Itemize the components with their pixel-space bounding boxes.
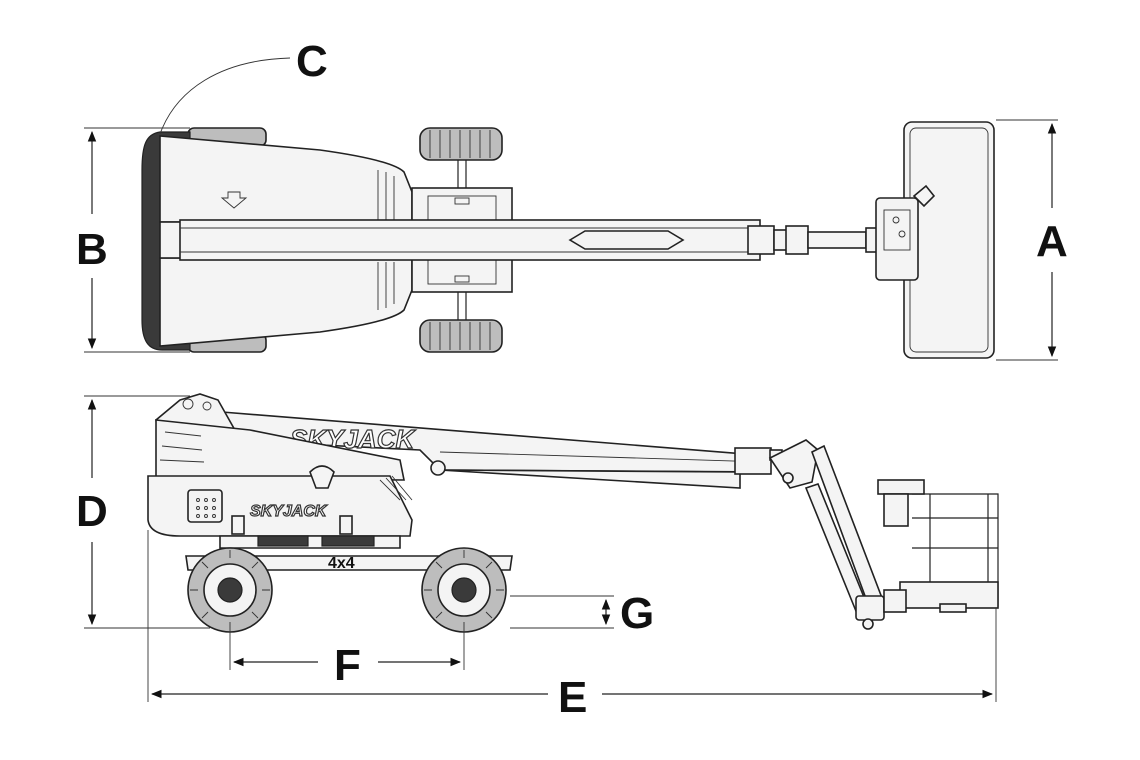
dim-label-d: D [76,487,108,536]
dim-label-f: F [334,641,361,690]
side-boom: SKYJACK [221,411,783,489]
dimension-c: C [159,37,328,135]
dim-label-a: A [1036,217,1068,266]
dimension-b: B [76,127,190,353]
drive-label: 4x4 [328,555,355,572]
side-front-wheel [421,547,507,633]
top-front-wheel-lower [419,319,503,353]
top-boom [179,219,879,261]
dim-label-b: B [76,225,108,274]
side-turntable: SKYJACK [147,393,413,537]
dimension-e: E [147,530,997,722]
dim-label-c: C [296,37,328,86]
top-view [141,121,995,359]
dim-label-g: G [620,589,654,638]
top-platform [875,121,995,359]
side-platform [877,479,999,613]
side-rear-wheel [187,547,273,633]
dimension-d: D [76,395,210,629]
side-body-brand: SKYJACK [250,503,328,520]
side-view: SKYJACK SKYJACK [147,393,999,633]
top-front-wheel-upper [419,127,503,161]
dimension-f: F [229,630,465,690]
dim-label-e: E [558,673,587,722]
side-jib [768,439,885,630]
dimension-a: A [996,119,1068,361]
dimension-g: G [510,589,654,638]
